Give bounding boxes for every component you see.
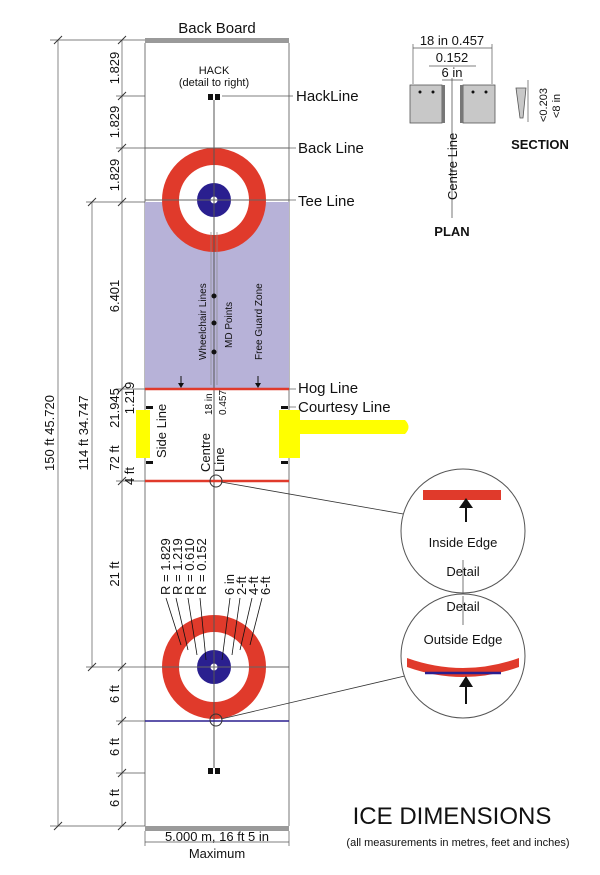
dim-6401: 6.401 bbox=[107, 280, 122, 313]
dim-21945: 21.945 bbox=[107, 388, 122, 428]
centre-dim-in: 18 in bbox=[204, 393, 215, 415]
yellow-highlight-left bbox=[136, 410, 150, 458]
dim-72ft: 72 ft bbox=[107, 445, 122, 471]
radius-r4: R = 0.152 bbox=[194, 538, 209, 595]
courtesy-line-label: Courtesy Line bbox=[298, 399, 391, 416]
ring-4ft: 4-ft bbox=[246, 576, 261, 595]
label-leaders bbox=[222, 95, 296, 408]
detail-outside bbox=[400, 593, 526, 719]
plan-top-dim: 18 in 0.457 bbox=[420, 33, 484, 48]
detail-marker-2 bbox=[209, 713, 223, 727]
width-label: 5.000 m, 16 ft 5 in bbox=[165, 829, 269, 844]
radius-r2: R = 1.219 bbox=[170, 538, 185, 595]
plan-mid-dim: 0.152 bbox=[436, 50, 469, 65]
page-title: ICE DIMENSIONS bbox=[353, 803, 552, 830]
back-board-label: Back Board bbox=[178, 20, 256, 37]
inside-edge-label: Inside Edge bbox=[429, 535, 498, 550]
dim-1829-b: 1.829 bbox=[107, 106, 122, 139]
free-guard-zone-label: Free Guard Zone bbox=[254, 283, 265, 360]
detail-leader-1 bbox=[220, 481, 410, 516]
plan-centre-line: Centre Line bbox=[445, 133, 460, 200]
md-points-label: MD Points bbox=[224, 302, 235, 348]
radius-arrows bbox=[165, 597, 263, 661]
detail-label-2: Detail bbox=[446, 599, 479, 614]
section-dim-2: <8 in bbox=[551, 94, 563, 118]
dim-6ft-b: 6 ft bbox=[107, 738, 122, 756]
tee-line-label: Tee Line bbox=[298, 193, 355, 210]
dim-1219: 1.219 bbox=[122, 382, 137, 415]
md-point-2 bbox=[211, 320, 217, 326]
wheelchair-lines-label: Wheelchair Lines bbox=[198, 283, 209, 360]
hack-section bbox=[515, 80, 529, 122]
bottom-board-bar bbox=[145, 826, 289, 831]
hack-line-label: HackLine bbox=[296, 88, 359, 105]
detail-inside bbox=[400, 468, 526, 594]
hack-plan bbox=[409, 44, 496, 218]
radius-r1: R = 1.829 bbox=[158, 538, 173, 595]
centre-line-label-2: Line bbox=[212, 447, 227, 472]
md-point-1 bbox=[211, 293, 217, 299]
outside-edge-label: Outside Edge bbox=[424, 632, 503, 647]
back-board-bar bbox=[145, 38, 289, 43]
hack-top-gap bbox=[213, 94, 215, 100]
dim-6ft-a: 6 ft bbox=[107, 685, 122, 703]
courtesy-mark-right-bot bbox=[281, 461, 288, 464]
plan-small-dim: 6 in bbox=[442, 65, 463, 80]
md-point-3 bbox=[211, 349, 217, 355]
courtesy-mark-left-top bbox=[146, 406, 153, 409]
courtesy-mark-left-bot bbox=[146, 461, 153, 464]
dim-1829-c: 1.829 bbox=[107, 159, 122, 192]
ring-6ft: 6-ft bbox=[258, 576, 273, 595]
dimension-ticks bbox=[53, 35, 127, 831]
section-label: SECTION bbox=[511, 137, 569, 152]
hack-note: (detail to right) bbox=[179, 77, 249, 89]
ring-6in: 6 in bbox=[222, 574, 237, 595]
ring-2ft: 2-ft bbox=[234, 576, 249, 595]
hack-label: HACK bbox=[199, 65, 230, 77]
hack-bottom-gap bbox=[213, 768, 215, 774]
detail-label-1: Detail bbox=[446, 564, 479, 579]
hog-line-label: Hog Line bbox=[298, 380, 358, 397]
left-dimensions bbox=[50, 39, 145, 827]
side-line-label: Side Line bbox=[154, 404, 169, 458]
yellow-highlight-right bbox=[279, 410, 409, 458]
centre-line-label-1: Centre bbox=[198, 433, 213, 472]
centre-dim-m: 0.457 bbox=[218, 390, 229, 415]
hog-arrows bbox=[178, 376, 261, 388]
detail-marker-1 bbox=[209, 474, 223, 488]
dim-1829-a: 1.829 bbox=[107, 52, 122, 85]
page-subtitle: (all measurements in metres, feet and in… bbox=[346, 837, 569, 849]
radius-r3: R = 0.610 bbox=[182, 538, 197, 595]
dim-6ft-c: 6 ft bbox=[107, 789, 122, 807]
courtesy-mark-right-top bbox=[281, 406, 288, 409]
dim-21ft: 21 ft bbox=[107, 561, 122, 587]
section-dim-1: <0.203 bbox=[538, 88, 550, 122]
maximum-label: Maximum bbox=[189, 846, 245, 861]
detail-leader-2 bbox=[220, 674, 410, 720]
plan-label: PLAN bbox=[434, 224, 469, 239]
dim-4ft: 4 ft bbox=[122, 467, 137, 485]
dim-total-150: 150 ft 45.720 bbox=[42, 395, 57, 471]
dim-total-114: 114 ft 34.747 bbox=[76, 396, 91, 471]
back-line-label: Back Line bbox=[298, 140, 364, 157]
